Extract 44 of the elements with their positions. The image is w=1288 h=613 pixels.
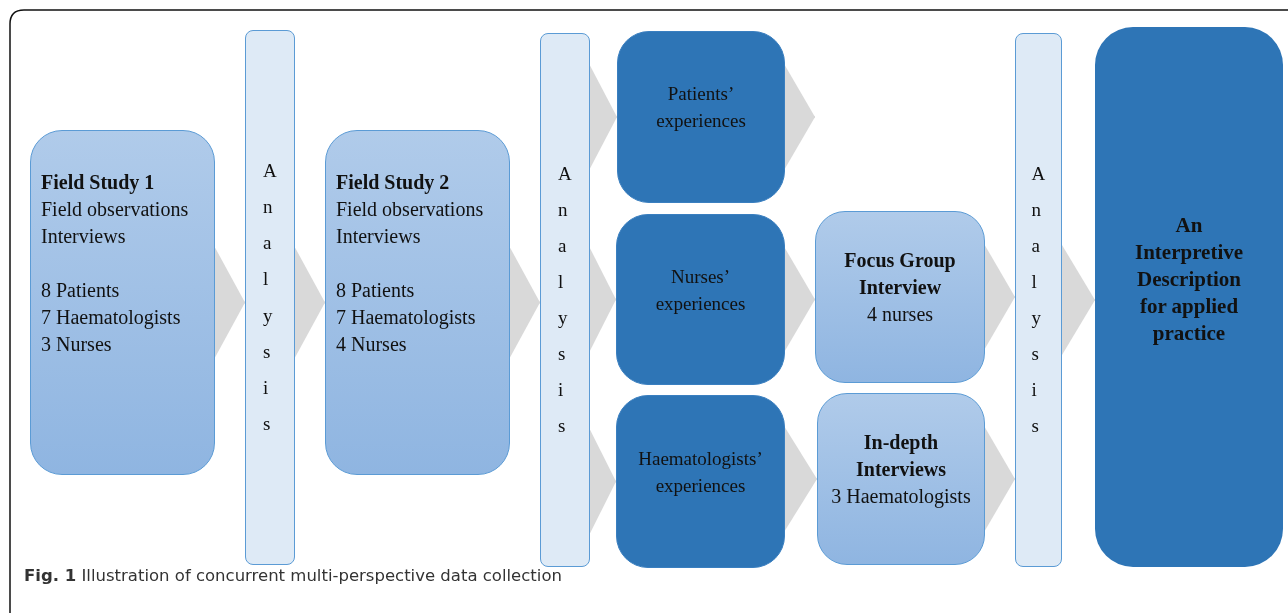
node-text: Field observations <box>41 197 190 222</box>
interview-box <box>815 211 985 383</box>
chevron-arrow <box>984 245 1016 349</box>
chevron-arrow <box>784 427 818 531</box>
analysis-bar <box>245 30 295 565</box>
result-box <box>1095 27 1283 567</box>
node-title: Focus Group Interview <box>843 247 957 300</box>
node-title: Field Study 2 <box>336 170 451 196</box>
node-title: Haematologists’ experiences <box>637 446 764 498</box>
node-text: 7 Haematologists <box>336 305 477 331</box>
chevron-arrow <box>589 429 617 534</box>
node-text: 7 Haematologists <box>41 305 182 331</box>
chevron-arrow <box>784 65 816 169</box>
chevron-arrow <box>294 247 326 358</box>
chevron-arrow <box>589 248 617 351</box>
node-title: An Interpretive Description for applied practice <box>1135 212 1243 347</box>
chevron-arrow <box>784 248 816 351</box>
figure-caption: Fig. 1 Illustration of concurrent multi-perspective data collection <box>24 566 562 585</box>
node-text: 3 Haematologists <box>831 483 971 510</box>
node-text: 8 Patients <box>336 278 416 303</box>
node-text: 4 Nurses <box>336 332 408 357</box>
node-title: In-depth Interviews <box>855 429 947 482</box>
study-box <box>325 130 510 475</box>
node-title: Nurses’ experiences <box>654 264 747 316</box>
experience-box <box>617 31 785 203</box>
node-text: Interviews <box>336 224 422 249</box>
chevron-arrow <box>509 247 541 358</box>
analysis-bar <box>1015 33 1062 567</box>
chevron-arrow <box>984 427 1016 531</box>
node-text: 3 Nurses <box>41 332 113 357</box>
chevron-arrow <box>589 65 618 169</box>
experience-box <box>616 214 785 385</box>
node-text: Interviews <box>41 224 127 249</box>
interview-box <box>817 393 985 565</box>
node-title: Patients’ experiences <box>655 82 747 133</box>
node-text: 4 nurses <box>866 301 934 327</box>
analysis-bar <box>540 33 590 567</box>
chevron-arrow <box>1061 245 1096 355</box>
study-box <box>30 130 215 475</box>
chevron-arrow <box>214 247 246 358</box>
experience-box <box>616 395 785 568</box>
node-title: Field Study 1 <box>41 170 156 196</box>
node-text: Field observations <box>336 197 485 222</box>
node-text: 8 Patients <box>41 278 121 303</box>
